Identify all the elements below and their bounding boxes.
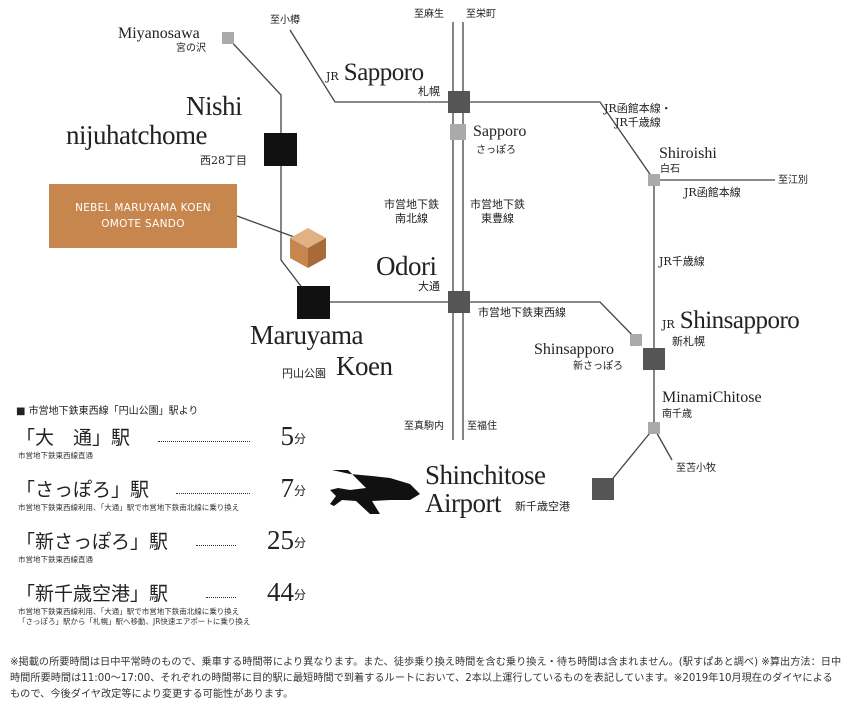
travel-times: ■ 市営地下鉄東西線「円山公園」駅より 「大 通」駅 5 分 市営地下鉄東西線直… — [16, 402, 306, 631]
station-odori — [448, 291, 470, 313]
tozai-line — [227, 37, 638, 341]
label-line-toho: 市営地下鉄東豊線 — [470, 198, 525, 225]
label-nishi-en2: nijuhatchome — [66, 120, 207, 150]
label-shiroishi-en: Shiroishi — [659, 145, 717, 162]
dir-otaru: 至小樽 — [270, 15, 300, 26]
airplane-icon — [330, 470, 420, 514]
label-subway-shinsapporo-en: Shinsapporo — [534, 341, 614, 358]
callout-pointer — [236, 215, 298, 239]
label-airport-en2: Airport — [425, 488, 501, 518]
label-shiroishi-jp: 白石 — [660, 164, 680, 175]
dir-fukuzumi: 至福住 — [467, 421, 497, 432]
property-cube-icon — [290, 228, 326, 268]
callout-line1: NEBEL MARUYAMA KOEN — [75, 202, 211, 214]
label-subway-shinsapporo-jp: 新さっぽろ — [573, 361, 623, 372]
station-nishi-nijuhatchome — [264, 133, 297, 166]
label-miyanosawa-en: Miyanosawa — [118, 25, 200, 42]
time-row-sapporo: 「さっぽろ」駅 7 分 市営地下鉄東西線利用、「大通」駅で市営地下鉄南北線に乗り… — [16, 473, 306, 512]
station-subway-shinsapporo — [630, 334, 642, 346]
label-jr-sapporo-jp: 札幌 — [418, 85, 440, 98]
jr-hakodate-line — [289, 29, 655, 181]
station-minamichitose — [648, 422, 660, 434]
label-line-hakodate: JR函館本線 — [684, 186, 741, 199]
label-nishi-en1: Nishi — [186, 91, 243, 121]
label-line-namboku: 市営地下鉄南北線 — [384, 198, 439, 225]
callout-line2: OMOTE SANDO — [101, 218, 185, 230]
dir-ebetsu: 至江別 — [778, 175, 808, 186]
label-subway-sapporo-jp: さっぽろ — [476, 145, 516, 156]
label-minamichitose-jp: 南千歳 — [662, 409, 692, 420]
footnote: ※掲載の所要時間は日中平常時のもので、乗車する時間帯により異なります。また、徒歩… — [10, 657, 842, 700]
station-jr-shinsapporo — [643, 348, 665, 370]
label-miyanosawa-jp: 宮の沢 — [176, 43, 206, 54]
station-subway-sapporo — [450, 124, 466, 140]
station-shiroishi — [648, 174, 660, 186]
label-jr-sapporo: JR Sapporo — [326, 59, 424, 86]
label-jr-shinsapporo-jp: 新札幌 — [672, 335, 705, 348]
label-minamichitose-en: MinamiChitose — [662, 389, 762, 406]
label-line-chitose: JR千歳線 — [659, 255, 705, 268]
travel-times-header: ■ 市営地下鉄東西線「円山公園」駅より — [16, 406, 199, 417]
label-odori-jp: 大通 — [418, 280, 440, 293]
station-maruyama-koen — [297, 286, 330, 319]
station-airport — [592, 478, 614, 500]
time-row-odori: 「大 通」駅 5 分 市営地下鉄東西線直通 — [16, 421, 306, 460]
property-callout: NEBEL MARUYAMA KOEN OMOTE SANDO — [49, 184, 237, 248]
dir-makomanai: 至真駒内 — [404, 421, 444, 432]
dir-tomakomai: 至苫小牧 — [676, 463, 716, 474]
time-row-shinsapporo: 「新さっぽろ」駅 25 分 市営地下鉄東西線直通 — [16, 525, 306, 564]
station-jr-sapporo — [448, 91, 470, 113]
label-nishi-jp: 西28丁目 — [200, 154, 247, 167]
label-subway-sapporo-en: Sapporo — [473, 123, 527, 140]
label-maruyama-en1: Maruyama — [250, 320, 363, 350]
station-miyanosawa — [222, 32, 234, 44]
label-line-hakodate-chitose: JR函館本線・JR千歳線 — [604, 102, 672, 129]
time-row-airport: 「新千歳空港」駅 44 分 市営地下鉄東西線利用、「大通」駅で市営地下鉄南北線に… — [16, 577, 306, 626]
label-maruyama-en2: Koen — [336, 351, 393, 381]
label-line-tozai: 市営地下鉄東西線 — [478, 306, 566, 319]
label-airport-jp: 新千歳空港 — [515, 500, 570, 513]
label-jr-shinsapporo: JR Shinsapporo — [662, 307, 800, 334]
label-odori-en: Odori — [376, 251, 437, 281]
label-airport-en1: Shinchitose — [425, 460, 546, 490]
dir-sakaemachi: 至栄町 — [466, 9, 496, 20]
label-maruyama-jp: 円山公園 — [282, 367, 326, 380]
dir-asabu: 至麻生 — [414, 9, 444, 20]
